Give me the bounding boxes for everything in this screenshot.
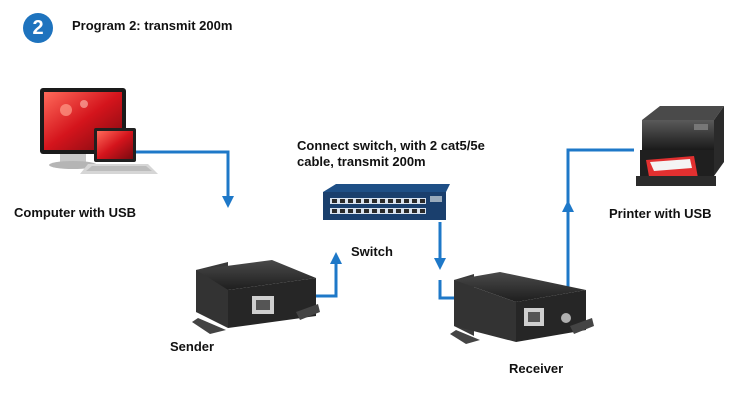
computer-label: Computer with USB <box>14 205 137 220</box>
step-number-badge: 2 <box>23 13 53 43</box>
cable-receiver-to-switch <box>438 280 458 300</box>
sender-label: Sender <box>170 339 215 354</box>
connection-note-line-2: cable, transmit 200m <box>297 154 426 169</box>
arrow-down-sender <box>222 196 234 208</box>
cable-links <box>128 148 634 300</box>
cable-computer-to-sender <box>128 150 230 198</box>
switch-device-icon <box>323 184 450 220</box>
computer-icon <box>40 88 158 174</box>
sender-device-icon <box>192 260 320 334</box>
diagram-title: Program 2: transmit 200m <box>72 18 233 33</box>
cable-sender-to-switch <box>315 262 338 298</box>
receiver-label: Receiver <box>509 361 564 376</box>
connection-note: Connect switch, with 2 cat5/5e cable, tr… <box>297 138 485 170</box>
arrow-up-printer <box>562 200 574 212</box>
printer-label: Printer with USB <box>609 206 712 221</box>
receiver-device-icon <box>450 272 594 344</box>
arrow-heads <box>222 196 574 270</box>
arrow-up-switch <box>330 252 342 264</box>
connection-note-line-1: Connect switch, with 2 cat5/5e <box>297 138 485 153</box>
arrow-down-receiver <box>434 258 446 270</box>
switch-label: Switch <box>351 244 393 259</box>
cable-receiver-to-printer <box>566 148 634 290</box>
printer-icon <box>636 106 724 186</box>
